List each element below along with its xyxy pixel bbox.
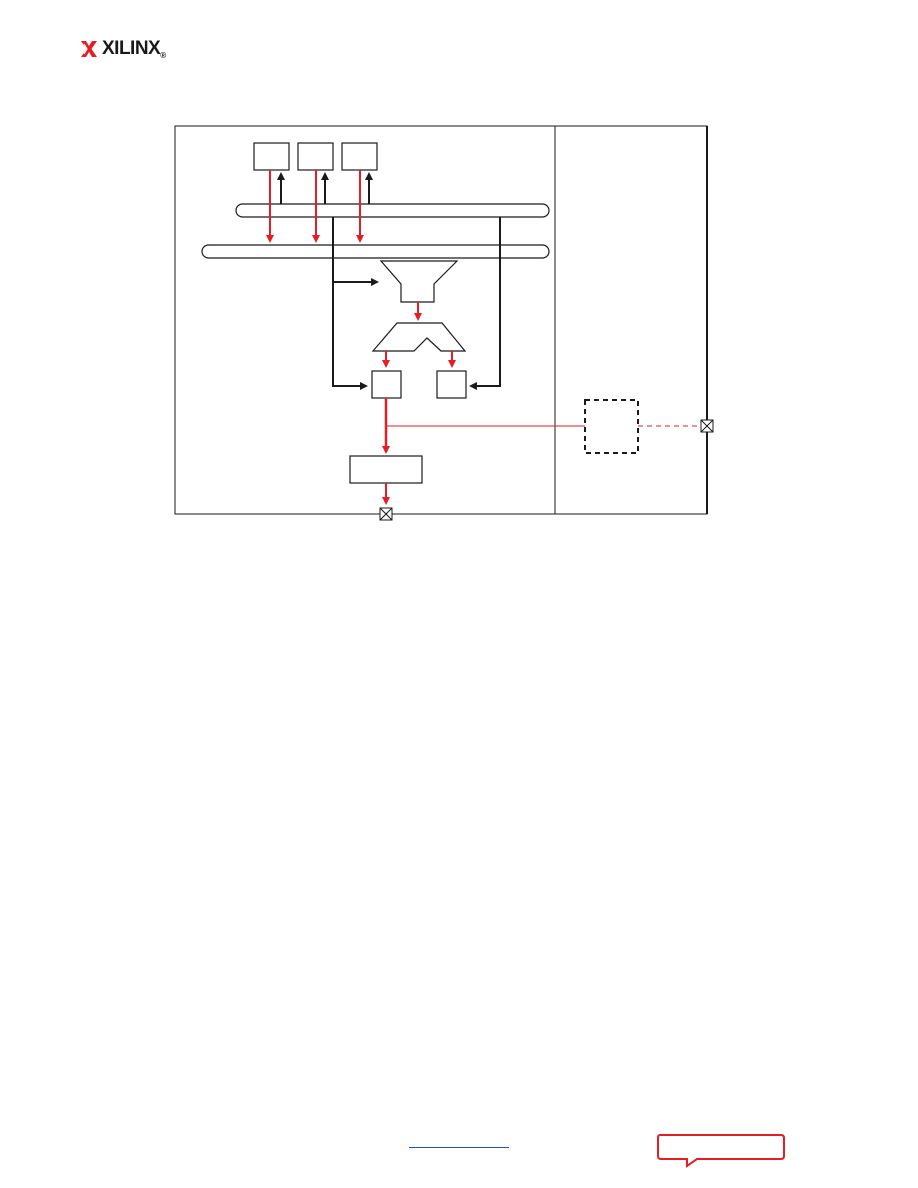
diagram-frame [174, 125, 708, 515]
footer-link[interactable] [409, 1133, 509, 1148]
io-pin-icon [379, 507, 393, 521]
output-buffer [349, 455, 423, 484]
top-block-3 [341, 142, 378, 171]
control-line-left [332, 217, 368, 390]
feedback-bubble-icon [657, 1134, 785, 1168]
register-left [371, 370, 402, 399]
demux-splitter [371, 322, 467, 352]
register-right [436, 370, 467, 399]
lower-bus [201, 244, 550, 259]
control-line-right [469, 217, 501, 390]
xilinx-logo: XILINX® [80, 38, 180, 62]
top-block-1 [253, 142, 290, 171]
xilinx-logo-icon [81, 41, 97, 57]
mux-funnel [379, 260, 459, 303]
send-feedback-button[interactable] [657, 1134, 787, 1173]
io-pin-icon [700, 419, 714, 433]
upper-bus [235, 203, 550, 218]
top-block-2 [297, 142, 334, 171]
optional-block [584, 399, 639, 454]
brand-name: XILINX® [102, 38, 166, 60]
